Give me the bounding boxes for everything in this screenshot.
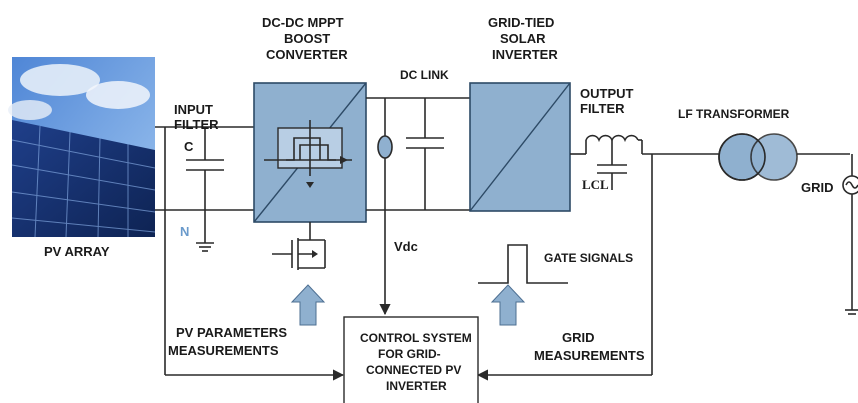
control-system-box xyxy=(343,316,479,403)
dc-link-wires xyxy=(366,97,470,211)
control-label-3: CONNECTED PV xyxy=(366,363,461,377)
grid-measurement-lines xyxy=(476,154,653,381)
node-n-label: N xyxy=(180,224,189,239)
control-label-4: INVERTER xyxy=(386,379,447,393)
transformer-label: LF TRANSFORMER xyxy=(678,107,790,121)
grid-meas-label-2: MEASUREMENTS xyxy=(534,348,645,363)
lcl-label: LCL xyxy=(582,177,609,192)
output-filter-label-2: FILTER xyxy=(580,101,625,116)
output-filter-label-1: OUTPUT xyxy=(580,86,634,101)
pv-params-label-1: PV PARAMETERS xyxy=(176,325,287,340)
boost-label-2: BOOST xyxy=(284,31,330,46)
dc-link-label: DC LINK xyxy=(400,68,449,82)
capacitor-label: C xyxy=(184,139,194,154)
input-filter-label-2: FILTER xyxy=(174,117,219,132)
control-label-2: FOR GRID- xyxy=(378,347,441,361)
dc-link-capacitor xyxy=(406,98,444,210)
inverter-label-3: INVERTER xyxy=(492,47,558,62)
pulse-icon xyxy=(478,244,568,284)
gate-arrow-grid xyxy=(490,284,526,326)
control-label-1: CONTROL SYSTEM xyxy=(360,331,472,345)
boost-label-1: DC-DC MPPT xyxy=(262,15,344,30)
pv-measurement-lines xyxy=(164,127,345,381)
input-filter-label-1: INPUT xyxy=(174,102,213,117)
boost-label-3: CONVERTER xyxy=(266,47,348,62)
gate-arrow-pv xyxy=(290,284,326,326)
transformer-icon xyxy=(718,133,850,181)
mosfet-icon xyxy=(272,222,326,270)
vdc-label: Vdc xyxy=(394,239,418,254)
gate-signals-label: GATE SIGNALS xyxy=(544,251,633,265)
solar-panel-icon xyxy=(8,57,156,238)
inverter-block xyxy=(469,82,571,212)
inverter-label-1: GRID-TIED xyxy=(488,15,554,30)
ground-icon xyxy=(196,242,214,252)
ac-source-icon xyxy=(842,154,858,315)
pv-array-label: PV ARRAY xyxy=(44,244,110,259)
grid-meas-label-1: GRID xyxy=(562,330,595,345)
capacitor-icon xyxy=(186,127,224,243)
pv-params-label-2: MEASUREMENTS xyxy=(168,343,279,358)
grid-label: GRID xyxy=(801,180,834,195)
current-sensor-icon xyxy=(377,98,393,159)
hysteresis-icon xyxy=(264,120,352,188)
inductor-icon xyxy=(570,134,720,190)
inverter-label-2: SOLAR xyxy=(500,31,546,46)
